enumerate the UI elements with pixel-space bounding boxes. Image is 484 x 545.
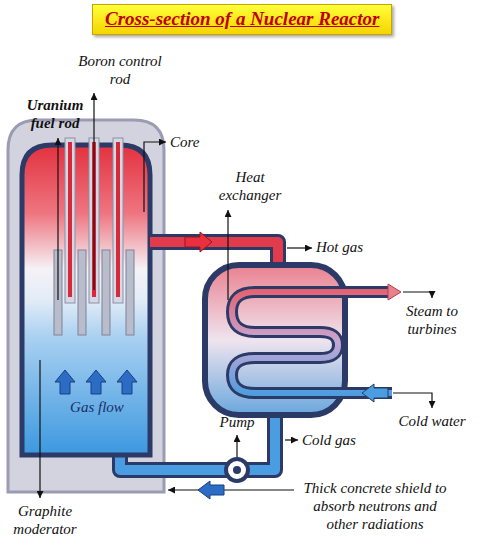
leader-line bbox=[227, 210, 228, 300]
leader-line bbox=[168, 489, 294, 490]
part-label: Pump bbox=[207, 413, 267, 431]
part-label: Steam to turbines bbox=[389, 302, 475, 338]
pump-symbol bbox=[226, 459, 248, 481]
leader-line bbox=[393, 393, 432, 408]
concrete-shield bbox=[8, 120, 164, 492]
water-coil bbox=[232, 292, 392, 393]
cold-water-arrow bbox=[362, 384, 388, 402]
gas-flow-arrow bbox=[55, 370, 75, 394]
title-banner: Cross-section of a Nuclear Reactor bbox=[92, 4, 392, 35]
part-label: Uranium fuel rod bbox=[19, 96, 91, 132]
gas-flow-arrow bbox=[117, 370, 137, 394]
leader-line bbox=[93, 93, 94, 290]
part-label: Cold gas bbox=[302, 431, 356, 449]
part-label: Graphite moderator bbox=[5, 502, 85, 538]
leader-line bbox=[39, 360, 40, 498]
part-label: Heat exchanger bbox=[212, 168, 288, 204]
part-label: Gas flow bbox=[57, 398, 137, 416]
part-label: Hot gas bbox=[316, 238, 363, 256]
leader-line bbox=[236, 435, 237, 457]
leader-line bbox=[144, 142, 166, 212]
leader-line bbox=[287, 247, 312, 248]
fuel-rod bbox=[126, 250, 134, 335]
steam-arrow bbox=[388, 284, 401, 300]
shield-arrow bbox=[198, 481, 224, 499]
pump-hub bbox=[233, 466, 241, 474]
diagram-title: Cross-section of a Nuclear Reactor bbox=[105, 8, 379, 29]
control-rod-core bbox=[116, 142, 120, 297]
gas-flow-arrow bbox=[86, 370, 106, 394]
control-rod-core bbox=[68, 142, 72, 297]
leader-line bbox=[403, 292, 432, 298]
part-label: Core bbox=[170, 133, 199, 151]
leader-line bbox=[57, 138, 58, 300]
part-label: Thick concrete shield to absorb neutrons… bbox=[299, 479, 451, 533]
coil-outline bbox=[232, 292, 392, 393]
control-rod bbox=[65, 138, 75, 303]
part-label: Cold water bbox=[387, 412, 477, 430]
fuel-rod bbox=[78, 250, 86, 335]
control-rod bbox=[113, 138, 123, 303]
reactor-core-vessel bbox=[22, 145, 150, 455]
hot-flow-arrow bbox=[185, 232, 212, 252]
leader-line bbox=[285, 439, 298, 440]
fuel-rod bbox=[102, 250, 110, 335]
part-label: Boron control rod bbox=[70, 52, 170, 88]
